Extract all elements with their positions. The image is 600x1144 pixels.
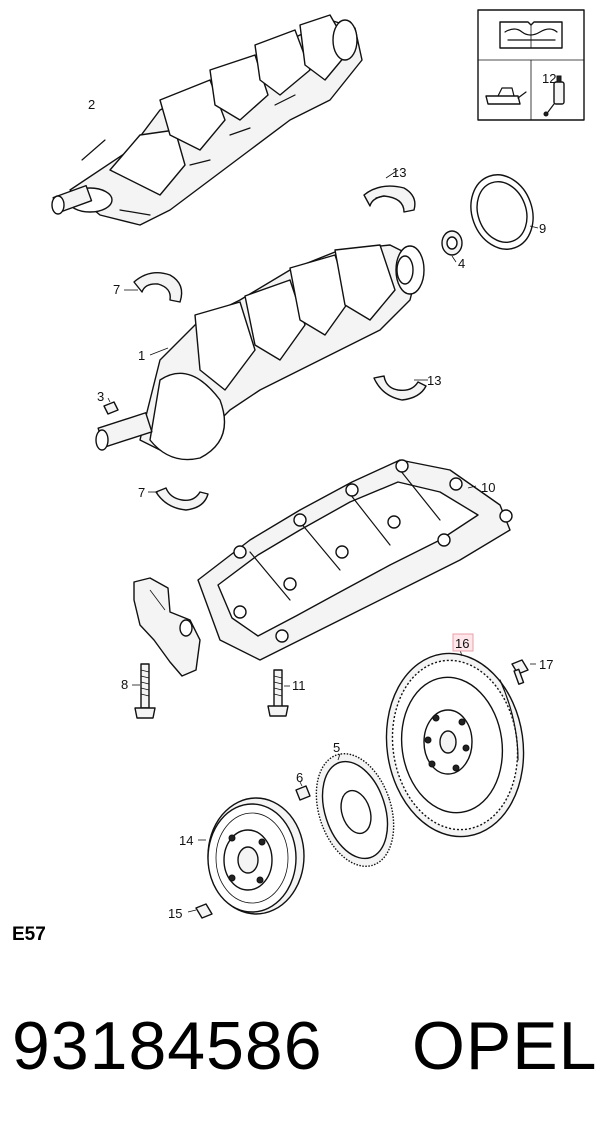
callout-7-lower: 7 bbox=[138, 485, 145, 500]
callout-3: 3 bbox=[97, 389, 104, 404]
bolt-17 bbox=[511, 659, 536, 685]
callout-2: 2 bbox=[88, 97, 95, 112]
section-code: E57 bbox=[12, 924, 46, 945]
callout-17: 17 bbox=[539, 657, 553, 672]
callout-11: 11 bbox=[292, 678, 306, 693]
bolt-11 bbox=[267, 669, 290, 717]
callout-16-highlight bbox=[452, 633, 474, 652]
crankshaft-1 bbox=[95, 244, 425, 461]
callout-13-upper: 13 bbox=[392, 165, 406, 180]
bearing-cap-bracket bbox=[133, 577, 201, 677]
crank-pulley-14 bbox=[198, 797, 305, 915]
callout-9: 9 bbox=[539, 221, 546, 236]
screw-6 bbox=[295, 781, 311, 801]
callout-16: 16 bbox=[455, 636, 469, 651]
callout-8: 8 bbox=[121, 677, 128, 692]
bearing-frame-10 bbox=[197, 459, 513, 661]
reluctor-ring-5 bbox=[315, 753, 395, 867]
callout-4: 4 bbox=[458, 256, 465, 271]
crankshaft-2 bbox=[51, 14, 363, 226]
callout-5: 5 bbox=[333, 740, 340, 755]
sensor-icon bbox=[543, 75, 565, 117]
bolt-8 bbox=[132, 663, 156, 719]
flywheel-16 bbox=[385, 649, 525, 838]
callout-1: 1 bbox=[138, 348, 145, 363]
callout-14: 14 bbox=[179, 833, 193, 848]
bolt-15 bbox=[187, 903, 213, 919]
callout-12: 12 bbox=[542, 71, 556, 86]
callout-15: 15 bbox=[168, 906, 182, 921]
callout-6: 6 bbox=[296, 770, 303, 785]
manual-book-icon bbox=[499, 21, 563, 49]
bearing-shell-13-lower bbox=[373, 375, 428, 401]
reference-box bbox=[477, 9, 585, 121]
callout-7-upper: 7 bbox=[113, 282, 120, 297]
bearing-shell-7-lower bbox=[148, 487, 209, 511]
callout-13-lower: 13 bbox=[427, 373, 441, 388]
oil-can-icon bbox=[485, 87, 527, 105]
bearing-shell-13-upper bbox=[363, 169, 416, 213]
callout-labels: 2 13 9 4 7 1 13 3 10 7 16 17 8 11 5 6 14… bbox=[88, 71, 556, 921]
woodruff-key-3 bbox=[103, 397, 119, 415]
callout-10: 10 bbox=[481, 480, 495, 495]
pilot-bearing-4 bbox=[441, 230, 463, 263]
seal-ring-9 bbox=[470, 174, 539, 250]
bearing-shell-7-upper bbox=[124, 272, 183, 303]
brand-name: OPEL bbox=[412, 1008, 598, 1084]
exploded-parts-diagram: 2 13 9 4 7 1 13 3 10 7 16 17 8 11 5 6 14… bbox=[51, 9, 585, 921]
part-number: 93184586 bbox=[12, 1008, 323, 1084]
